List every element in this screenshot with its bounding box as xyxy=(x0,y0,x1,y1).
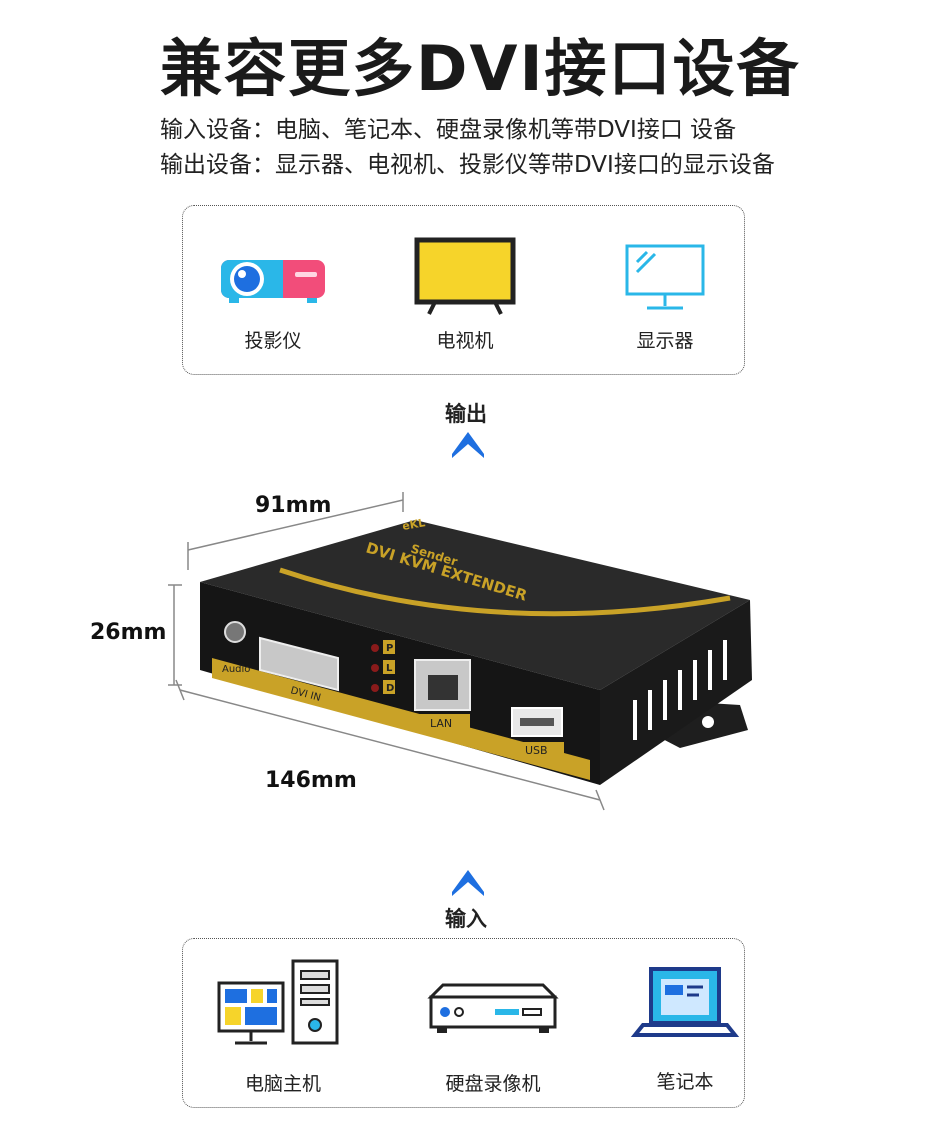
led-label: P xyxy=(386,643,393,654)
device-brand-text: eKL xyxy=(401,516,426,533)
device-label: 硬盘录像机 xyxy=(445,1073,541,1095)
led-label: L xyxy=(386,663,393,674)
input-devices-panel: 电脑主机 硬盘录像机 笔记本 xyxy=(182,938,745,1108)
input-label: 输入 xyxy=(445,907,487,931)
desktop-pc-icon xyxy=(217,959,339,1045)
usb-port-label: USB xyxy=(525,744,548,757)
output-devices-panel: 投影仪 电视机 显示器 xyxy=(182,205,745,375)
device-label: 电视机 xyxy=(436,330,494,352)
lan-port-label: LAN xyxy=(430,717,452,730)
output-device-monitor: 显示器 xyxy=(605,242,725,366)
kvm-extender-device: DVI KVM EXTENDER Sender eKL Audio DVI IN… xyxy=(168,492,752,811)
up-arrow-icon xyxy=(452,432,484,458)
laptop-icon xyxy=(630,967,740,1037)
audio-port-label: Audio xyxy=(222,664,250,675)
dvr-icon xyxy=(427,983,559,1033)
device-label: 投影仪 xyxy=(244,330,302,352)
input-device-dvr: 硬盘录像机 xyxy=(423,979,563,1099)
tv-icon xyxy=(414,237,516,315)
input-device-desktop: 电脑主机 xyxy=(213,957,353,1097)
device-label: 显示器 xyxy=(636,330,694,352)
up-arrow-icon xyxy=(452,870,484,896)
page-title: 兼容更多DVI接口设备 xyxy=(160,32,801,105)
monitor-icon xyxy=(625,244,705,310)
led-label: D xyxy=(386,683,394,694)
device-label: 笔记本 xyxy=(656,1071,714,1093)
dimension-height: 26mm xyxy=(90,620,167,645)
output-description: 输出设备：显示器、电视机、投影仪等带DVI接口的显示设备 xyxy=(160,152,775,178)
output-label: 输出 xyxy=(445,402,487,426)
input-device-laptop: 笔记本 xyxy=(625,963,745,1097)
output-device-tv: 电视机 xyxy=(405,236,525,366)
input-description: 输入设备：电脑、笔记本、硬盘录像机等带DVI接口 设备 xyxy=(160,117,737,143)
projector-icon xyxy=(221,260,325,303)
dimension-depth: 91mm xyxy=(255,493,332,518)
dimension-width: 146mm xyxy=(265,768,357,793)
device-label: 电脑主机 xyxy=(244,1073,321,1095)
output-device-projector: 投影仪 xyxy=(213,246,333,366)
